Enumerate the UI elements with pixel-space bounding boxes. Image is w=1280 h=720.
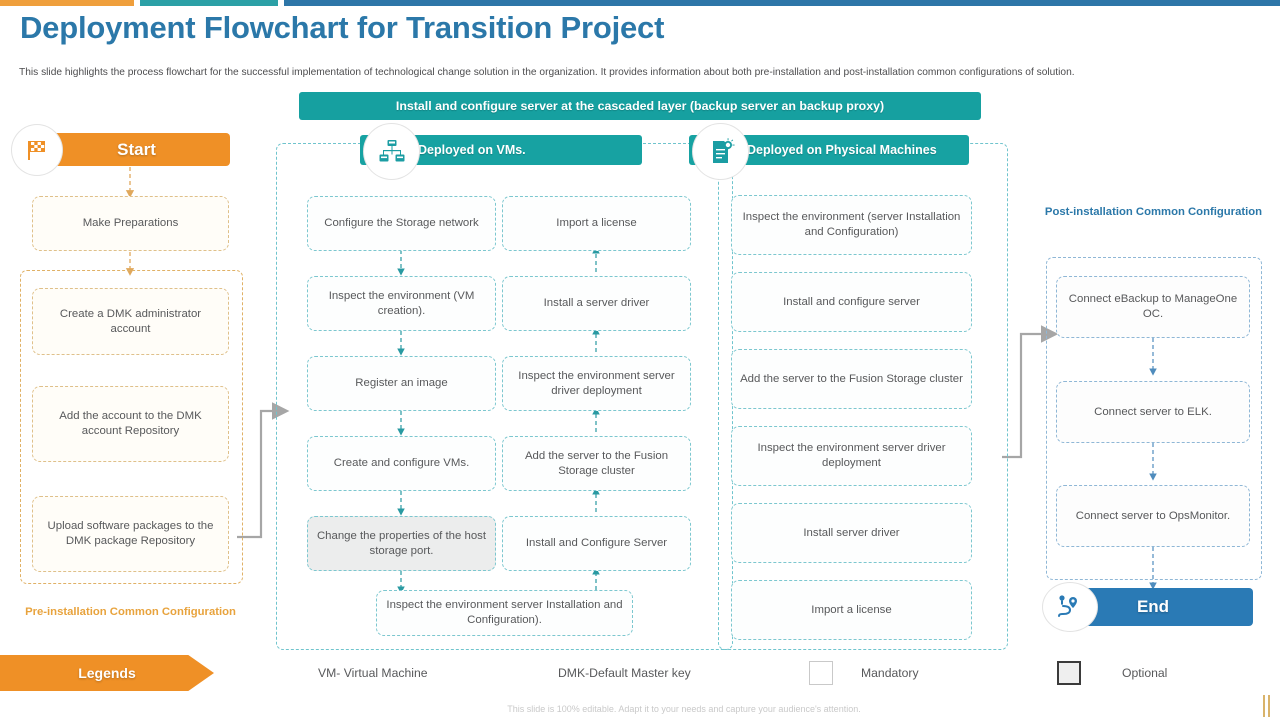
legend-dmk: DMK-Default Master key — [558, 666, 691, 680]
post-step-connect-ebackup[interactable]: Connect eBackup to ManageOne OC. — [1056, 276, 1250, 338]
document-idea-icon — [712, 137, 735, 163]
page-subtitle: This slide highlights the process flowch… — [19, 67, 1075, 78]
pm-step-inspect-server-driver-deployment[interactable]: Inspect the environment server driver de… — [731, 426, 972, 486]
vm-step-create-configure-vms[interactable]: Create and configure VMs. — [307, 436, 496, 491]
pm-step-inspect-environment-server[interactable]: Inspect the environment (server Installa… — [731, 195, 972, 255]
corner-accent-bars — [1262, 695, 1272, 717]
legend-vm: VM- Virtual Machine — [318, 666, 428, 680]
accent-bar-teal — [140, 0, 278, 6]
network-hierarchy-icon — [379, 139, 404, 161]
vm-step-install-configure-server[interactable]: Install and Configure Server — [502, 516, 691, 571]
pm-step-import-license[interactable]: Import a license — [731, 580, 972, 640]
step-make-preparations[interactable]: Make Preparations — [32, 196, 229, 251]
step-create-dmk-admin[interactable]: Create a DMK administrator account — [32, 288, 229, 355]
step-add-account-dmk-repo[interactable]: Add the account to the DMK account Repos… — [32, 386, 229, 462]
checkered-flag-icon — [28, 141, 45, 160]
vm-step-inspect-environment-vm[interactable]: Inspect the environment (VM creation). — [307, 276, 496, 331]
vm-step-change-host-storage-port[interactable]: Change the properties of the host storag… — [307, 516, 496, 571]
post-installation-caption: Post-installation Common Configuration — [1044, 206, 1263, 218]
vm-step-inspect-server-driver-deployment[interactable]: Inspect the environment server driver de… — [502, 356, 691, 411]
vm-step-configure-storage-network[interactable]: Configure the Storage network — [307, 196, 496, 251]
step-upload-software-packages[interactable]: Upload software packages to the DMK pack… — [32, 496, 229, 572]
legends-pill: Legends — [0, 655, 214, 691]
vm-step-inspect-server-install-config[interactable]: Inspect the environment server Installat… — [376, 590, 633, 636]
vm-step-import-license[interactable]: Import a license — [502, 196, 691, 251]
pm-step-install-configure-server[interactable]: Install and configure server — [731, 272, 972, 332]
post-step-connect-opsmonitor[interactable]: Connect server to OpsMonitor. — [1056, 485, 1250, 547]
accent-bar-orange — [0, 0, 134, 6]
cascaded-layer-banner: Install and configure server at the casc… — [299, 92, 981, 120]
footer-note: This slide is 100% editable. Adapt it to… — [507, 704, 861, 714]
post-installation-frame — [1046, 257, 1262, 580]
physical-badge-circle — [693, 124, 748, 179]
route-pin-icon — [1058, 595, 1077, 617]
start-pill[interactable]: Start — [43, 133, 230, 166]
vm-badge-circle — [364, 124, 419, 179]
pre-installation-caption: Pre-installation Common Configuration — [25, 606, 236, 618]
pm-step-install-server-driver[interactable]: Install server driver — [731, 503, 972, 563]
vm-step-add-server-fusion-storage[interactable]: Add the server to the Fusion Storage clu… — [502, 436, 691, 491]
post-step-connect-elk[interactable]: Connect server to ELK. — [1056, 381, 1250, 443]
legend-mandatory: Mandatory — [861, 666, 919, 680]
start-badge-circle — [12, 125, 62, 175]
mandatory-swatch — [809, 661, 833, 685]
pm-step-add-server-fusion-storage[interactable]: Add the server to the Fusion Storage clu… — [731, 349, 972, 409]
vm-step-install-server-driver[interactable]: Install a server driver — [502, 276, 691, 331]
end-badge-circle — [1043, 583, 1097, 631]
accent-bar-blue — [284, 0, 1280, 6]
legend-optional: Optional — [1122, 666, 1168, 680]
pre-installation-frame — [20, 270, 243, 584]
page-title: Deployment Flowchart for Transition Proj… — [20, 10, 665, 45]
optional-swatch — [1057, 661, 1081, 685]
vm-step-register-image[interactable]: Register an image — [307, 356, 496, 411]
